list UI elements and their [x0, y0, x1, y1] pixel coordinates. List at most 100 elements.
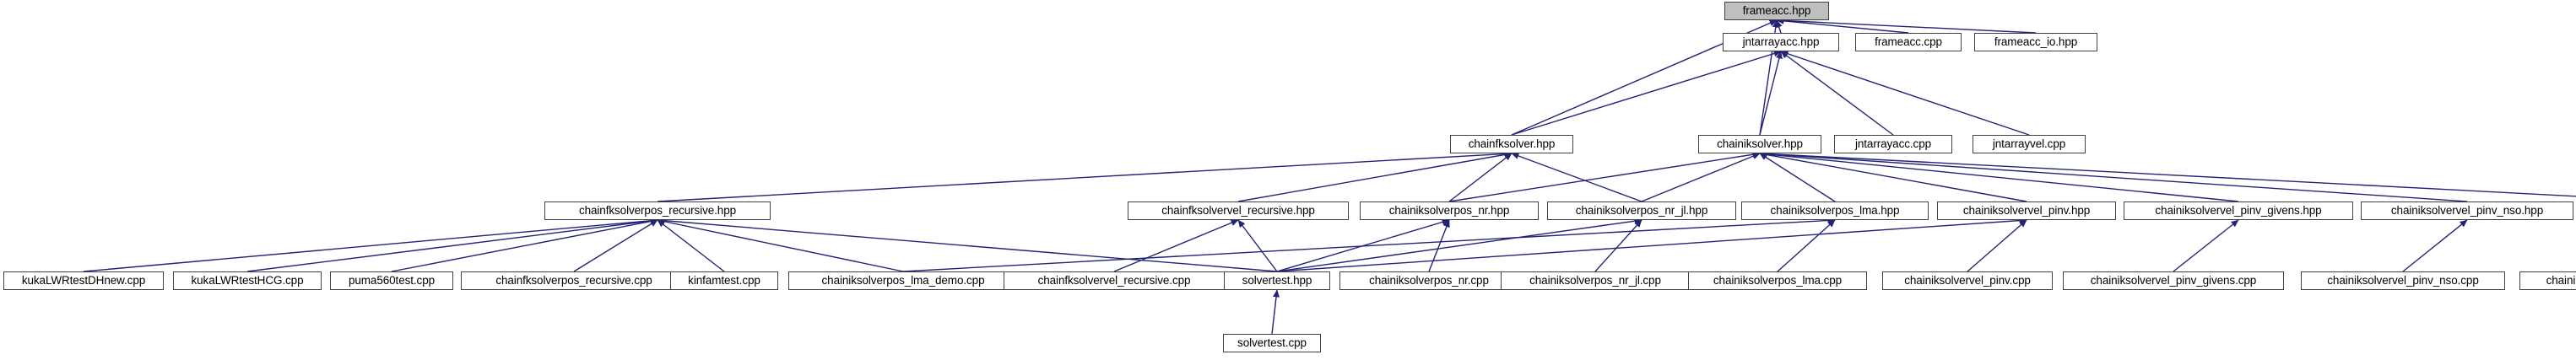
graph-node-label: solvertest.cpp — [1237, 336, 1307, 350]
graph-edge — [1759, 150, 2239, 202]
graph-edge — [1759, 153, 1836, 202]
graph-edge — [1237, 151, 1513, 202]
graph-edge — [1759, 150, 2468, 202]
graph-node-chainfksolver-hpp[interactable]: chainfksolver.hpp — [1450, 135, 1573, 153]
graph-node-label: chainiksolvervel_pinv.cpp — [1904, 274, 2031, 287]
graph-edge — [657, 218, 904, 272]
graph-edge — [1276, 218, 1642, 272]
graph-edge — [1276, 217, 2027, 272]
graph-node-chainiksolverpos-nr-jl-hpp[interactable]: chainiksolverpos_nr_jl.hpp — [1547, 201, 1736, 220]
graph-node-chainiksolvervel-wdls-cpp[interactable]: chainiksolvervel_wdls.cpp — [2519, 271, 2576, 290]
graph-node-label: chainiksolverpos_nr.hpp — [1388, 204, 1510, 218]
graph-node-label: chainiksolvervel_pinv_nso.hpp — [2390, 204, 2544, 218]
graph-edge — [1448, 151, 1761, 202]
graph-edge — [1759, 51, 1783, 136]
graph-node-kukaLWRtestHCG-cpp[interactable]: kukaLWRtestHCG.cpp — [173, 271, 322, 290]
graph-node-label: chainiksolvervel_wdls.cpp — [2546, 274, 2576, 287]
graph-edge — [246, 218, 658, 272]
graph-node-chainiksolvervel-pinv-givens-hpp[interactable]: chainiksolvervel_pinv_givens.hpp — [2124, 201, 2353, 220]
graph-node-label: chainiksolvervel_pinv_givens.hpp — [2155, 204, 2322, 218]
graph-edge — [1271, 289, 1280, 335]
graph-node-jntarrayacc-cpp[interactable]: jntarrayacc.cpp — [1834, 135, 1952, 153]
graph-node-label: frameacc_io.hpp — [1994, 35, 2078, 49]
graph-edge — [1775, 19, 1783, 34]
graph-node-solvertest-hpp[interactable]: solvertest.hpp — [1224, 271, 1330, 290]
graph-node-label: kukaLWRtestHCG.cpp — [191, 274, 304, 287]
graph-node-label: jntarrayacc.hpp — [1742, 35, 1820, 49]
graph-node-solvertest-cpp[interactable]: solvertest.cpp — [1223, 334, 1321, 352]
graph-node-label: chainiksolver.hpp — [1717, 137, 1803, 151]
graph-edge — [1237, 219, 1278, 272]
graph-node-label: chainfksolvervel_recursive.hpp — [1161, 204, 1315, 218]
graph-node-jntarrayacc-hpp[interactable]: jntarrayacc.hpp — [1723, 33, 1839, 51]
graph-node-label: chainiksolverpos_nr_jl.cpp — [1529, 274, 1661, 287]
graph-edge — [657, 217, 1278, 272]
graph-node-chainfksolvervel-recursive-cpp[interactable]: chainfksolvervel_recursive.cpp — [1004, 271, 1225, 290]
graph-edge — [1641, 153, 1761, 202]
graph-edge — [573, 219, 658, 272]
graph-edge — [1759, 150, 2576, 197]
graph-node-chainiksolvervel-pinv-nso-cpp[interactable]: chainiksolvervel_pinv_nso.cpp — [2301, 271, 2505, 290]
graph-edge — [1776, 17, 2037, 34]
graph-node-label: chainfksolvervel_recursive.cpp — [1037, 274, 1191, 287]
graph-node-chainfksolverpos-recursive-hpp[interactable]: chainfksolverpos_recursive.hpp — [544, 201, 771, 220]
graph-node-frameacc-cpp[interactable]: frameacc.cpp — [1855, 33, 1962, 51]
graph-node-frameacc-io-hpp[interactable]: frameacc_io.hpp — [1974, 33, 2097, 51]
graph-node-kukaLWRtestDHnew-cpp[interactable]: kukaLWRtestDHnew.cpp — [3, 271, 164, 290]
graph-edge — [1759, 151, 2027, 202]
graph-node-puma560test-cpp[interactable]: puma560test.cpp — [330, 271, 453, 290]
graph-edge — [1113, 219, 1239, 272]
graph-node-label: kinfamtest.cpp — [688, 274, 760, 287]
graph-node-label: chainfksolver.hpp — [1468, 137, 1556, 151]
graph-node-label: chainiksolverpos_nr_jl.hpp — [1575, 204, 1708, 218]
graph-edge — [657, 219, 725, 272]
graph-edge — [83, 217, 658, 272]
graph-node-label: kukaLWRtestDHnew.cpp — [21, 274, 146, 287]
graph-node-chainiksolverpos-nr-cpp[interactable]: chainiksolverpos_nr.cpp — [1339, 271, 1518, 290]
graph-node-label: chainiksolverpos_lma_demo.cpp — [821, 274, 985, 287]
graph-node-label: chainfksolverpos_recursive.hpp — [578, 204, 737, 218]
graph-node-jntarrayvel-cpp[interactable]: jntarrayvel.cpp — [1973, 135, 2086, 153]
graph-edge — [1594, 219, 1642, 272]
graph-node-chainiksolverpos-nr-jl-cpp[interactable]: chainiksolverpos_nr_jl.cpp — [1501, 271, 1690, 290]
graph-node-label: solvertest.hpp — [1242, 274, 1312, 287]
graph-edge — [1511, 50, 1782, 136]
graph-node-chainiksolvervel-pinv-cpp[interactable]: chainiksolvervel_pinv.cpp — [1882, 271, 2053, 290]
graph-edge — [391, 218, 658, 272]
graph-node-label: frameacc.cpp — [1875, 35, 1942, 49]
graph-node-label: jntarrayvel.cpp — [1992, 137, 2066, 151]
graph-node-label: puma560test.cpp — [348, 274, 436, 287]
graph-edge — [2173, 219, 2239, 272]
graph-edge — [1967, 219, 2027, 272]
graph-node-kinfamtest-cpp[interactable]: kinfamtest.cpp — [670, 271, 778, 290]
graph-edge — [902, 217, 1836, 272]
graph-edge — [657, 150, 1513, 202]
graph-edge — [1511, 153, 1642, 202]
graph-edge — [1428, 219, 1450, 272]
graph-node-frameacc-hpp[interactable]: frameacc.hpp — [1724, 2, 1829, 20]
graph-edge — [2402, 219, 2468, 272]
graph-edge — [1776, 17, 1909, 34]
graph-node-chainiksolver-hpp[interactable]: chainiksolver.hpp — [1698, 135, 1821, 153]
graph-edge — [1780, 51, 1894, 136]
graph-node-chainiksolverpos-lma-demo-cpp[interactable]: chainiksolverpos_lma_demo.cpp — [788, 271, 1018, 290]
graph-node-label: chainiksolvervel_pinv.hpp — [1962, 204, 2091, 218]
graph-edge — [1780, 50, 2030, 136]
graph-node-chainfksolvervel-recursive-hpp[interactable]: chainfksolvervel_recursive.hpp — [1128, 201, 1349, 220]
graph-node-chainiksolvervel-pinv-hpp[interactable]: chainiksolvervel_pinv.hpp — [1937, 201, 2116, 220]
graph-node-chainiksolverpos-nr-hpp[interactable]: chainiksolverpos_nr.hpp — [1360, 201, 1539, 220]
graph-node-chainiksolverpos-lma-hpp[interactable]: chainiksolverpos_lma.hpp — [1741, 201, 1929, 220]
graph-node-chainiksolvervel-pinv-nso-hpp[interactable]: chainiksolvervel_pinv_nso.hpp — [2361, 201, 2573, 220]
graph-node-label: chainiksolvervel_pinv_nso.cpp — [2327, 274, 2479, 287]
graph-node-label: jntarrayacc.cpp — [1854, 137, 1932, 151]
graph-node-label: chainiksolverpos_lma.cpp — [1713, 274, 1843, 287]
graph-edge — [1777, 219, 1836, 272]
graph-node-chainfksolverpos-recursive-cpp[interactable]: chainfksolverpos_recursive.cpp — [461, 271, 687, 290]
graph-node-chainiksolvervel-pinv-givens-cpp[interactable]: chainiksolvervel_pinv_givens.cpp — [2063, 271, 2284, 290]
graph-node-label: chainfksolverpos_recursive.cpp — [495, 274, 652, 287]
graph-node-label: chainiksolverpos_nr.cpp — [1369, 274, 1489, 287]
graph-node-label: frameacc.hpp — [1742, 4, 1811, 18]
graph-node-chainiksolverpos-lma-cpp[interactable]: chainiksolverpos_lma.cpp — [1688, 271, 1867, 290]
